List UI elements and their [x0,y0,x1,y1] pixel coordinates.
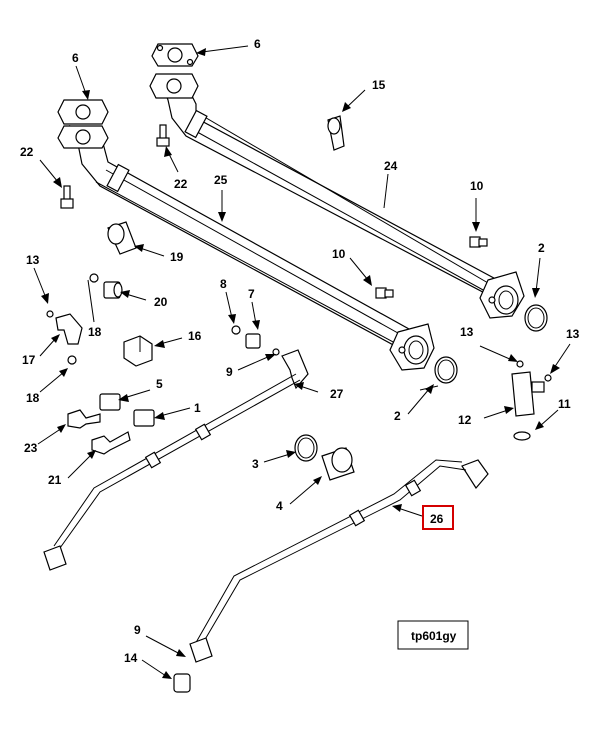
callout-12[interactable]: 12 [458,413,472,427]
callout-2-lower[interactable]: 2 [394,409,401,423]
callout-9-lower[interactable]: 9 [134,623,141,637]
tube-24 [159,77,525,319]
gasket-6-lower [57,99,109,149]
plug-4 [321,447,355,481]
callout-24[interactable]: 24 [384,159,398,173]
elbow-17 [46,310,83,365]
callout-16[interactable]: 16 [188,329,202,343]
gasket-6-upper [149,43,199,99]
callout-17[interactable]: 17 [22,353,36,367]
callout-3[interactable]: 3 [252,457,259,471]
nut-16 [123,335,153,367]
callout-labels: 6 6 15 22 22 24 25 10 10 19 2 2 13 13 13… [20,37,580,665]
callout-13-right[interactable]: 13 [566,327,580,341]
callout-18-upper[interactable]: 18 [88,325,102,339]
clip-19 [107,221,137,255]
callout-5[interactable]: 5 [156,377,163,391]
reference-label: tp601gy [411,629,457,643]
callout-13-left[interactable]: 13 [26,253,40,267]
fitting-20 [89,273,123,299]
sleeve-1 [133,409,155,427]
callout-2-upper[interactable]: 2 [538,241,545,255]
callout-1[interactable]: 1 [194,401,201,415]
fitting-10-lower [375,287,394,299]
callout-10-upper[interactable]: 10 [470,179,484,193]
callout-20[interactable]: 20 [154,295,168,309]
callout-9-upper[interactable]: 9 [226,365,233,379]
seal-ring-2-lower [434,356,458,384]
reference-box: tp601gy [397,620,469,650]
ring-8 [231,325,241,335]
callout-4[interactable]: 4 [276,499,283,513]
callout-27[interactable]: 27 [330,387,344,401]
callout-8[interactable]: 8 [220,277,227,291]
clamp-15 [327,115,345,151]
callout-6-upper[interactable]: 6 [254,37,261,51]
callout-26[interactable]: 26 [430,512,444,526]
fitting-5 [99,393,121,411]
bolt-21 [91,431,131,455]
bolt-22-lower [60,185,74,209]
callout-19[interactable]: 19 [170,250,184,264]
tube-27 [43,349,309,571]
callout-23[interactable]: 23 [24,441,38,455]
tube-26 [189,459,489,663]
callout-13-mid[interactable]: 13 [460,325,474,339]
callout-22-mid[interactable]: 22 [174,177,188,191]
callout-25[interactable]: 25 [214,173,228,187]
seal-ring-2-upper [524,304,548,332]
callout-15[interactable]: 15 [372,78,386,92]
callout-10-lower[interactable]: 10 [332,247,346,261]
callout-14[interactable]: 14 [124,651,138,665]
leader-lines [33,45,571,679]
callout-22-left[interactable]: 22 [20,145,34,159]
bolt-23 [67,409,101,429]
callout-18-lower[interactable]: 18 [26,391,40,405]
highlight-box-26 [422,505,454,530]
callout-7[interactable]: 7 [248,287,255,301]
callout-6-lower[interactable]: 6 [72,51,79,65]
fitting-10-upper [469,236,488,248]
seal-ring-3 [294,434,318,462]
tee-12 [511,360,552,441]
callout-11[interactable]: 11 [558,397,571,411]
callout-21[interactable]: 21 [48,473,62,487]
fitting-7 [245,333,280,356]
cap-14 [173,673,191,693]
bolt-22-upper [156,124,170,147]
